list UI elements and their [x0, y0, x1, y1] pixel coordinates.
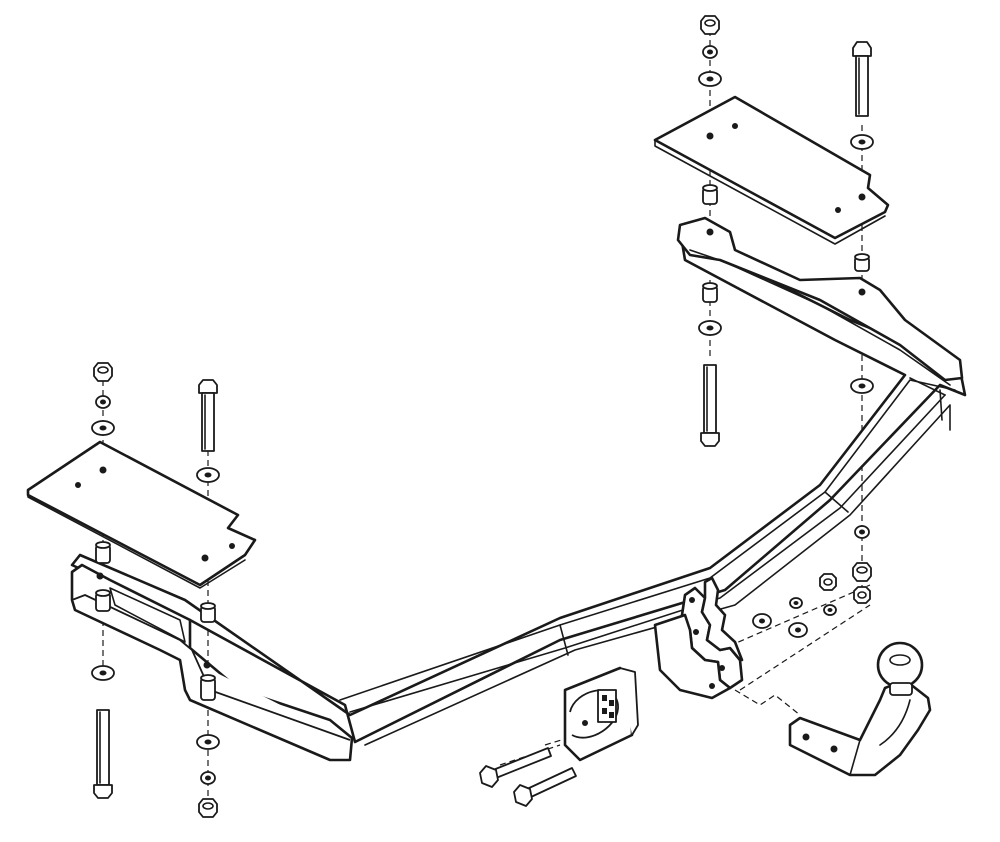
washer [200, 771, 216, 785]
nut [819, 573, 837, 591]
bolt [479, 747, 552, 788]
left-side-bracket [70, 563, 354, 762]
washer [698, 320, 722, 336]
electrical-socket-plate [563, 666, 639, 762]
spacer-sleeve-group [95, 184, 870, 701]
washer [789, 597, 803, 609]
washer [196, 734, 220, 750]
washer [850, 134, 874, 150]
nut [852, 562, 872, 582]
washer [823, 604, 837, 616]
spacer-sleeve [95, 541, 111, 564]
nut [700, 15, 720, 35]
washer [702, 45, 718, 59]
washer [91, 420, 115, 436]
washer [788, 622, 808, 638]
spacer-sleeve [95, 589, 111, 612]
washer [850, 378, 874, 394]
right-side-bracket [676, 216, 964, 386]
tow-ball-neck [788, 641, 932, 777]
nut-group [93, 15, 872, 818]
bolt [513, 767, 577, 807]
washer [698, 71, 722, 87]
washer [91, 665, 115, 681]
left-mounting-plate [26, 440, 257, 589]
nut [198, 798, 218, 818]
spacer-sleeve [854, 253, 870, 272]
bolt [198, 379, 218, 452]
spacer-sleeve [702, 282, 718, 303]
washer [854, 525, 870, 539]
hitch-bracket [653, 576, 744, 700]
washer [752, 613, 772, 629]
bolt [852, 41, 872, 117]
bolt-group [93, 41, 872, 799]
washer [95, 395, 111, 409]
washer-group [91, 45, 874, 785]
spacer-sleeve [702, 184, 718, 205]
bolt [700, 364, 720, 447]
nut [93, 362, 113, 382]
washer [196, 467, 220, 483]
spacer-sleeve [200, 674, 216, 701]
nut [853, 586, 871, 604]
right-mounting-plate [653, 95, 890, 245]
bolt [93, 709, 113, 799]
spacer-sleeve [200, 602, 216, 623]
